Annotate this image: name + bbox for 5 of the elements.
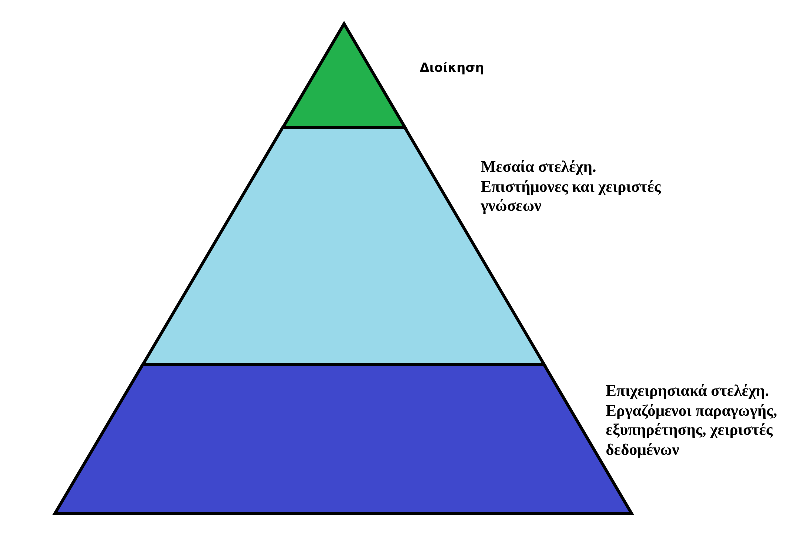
tier-description: Επιστήμονες και χειριστές γνώσεων	[480, 178, 662, 216]
tier-title: Μεσαία στελέχη.	[480, 158, 597, 178]
tier-title: Επιχειρησιακά στελέχη.	[606, 382, 770, 402]
tier-description: Εργαζόμενοι παραγωγής, εξυπηρέτησης, χειριστές δεδομένων	[606, 402, 778, 460]
tier-title: Διοίκηση	[420, 60, 484, 76]
